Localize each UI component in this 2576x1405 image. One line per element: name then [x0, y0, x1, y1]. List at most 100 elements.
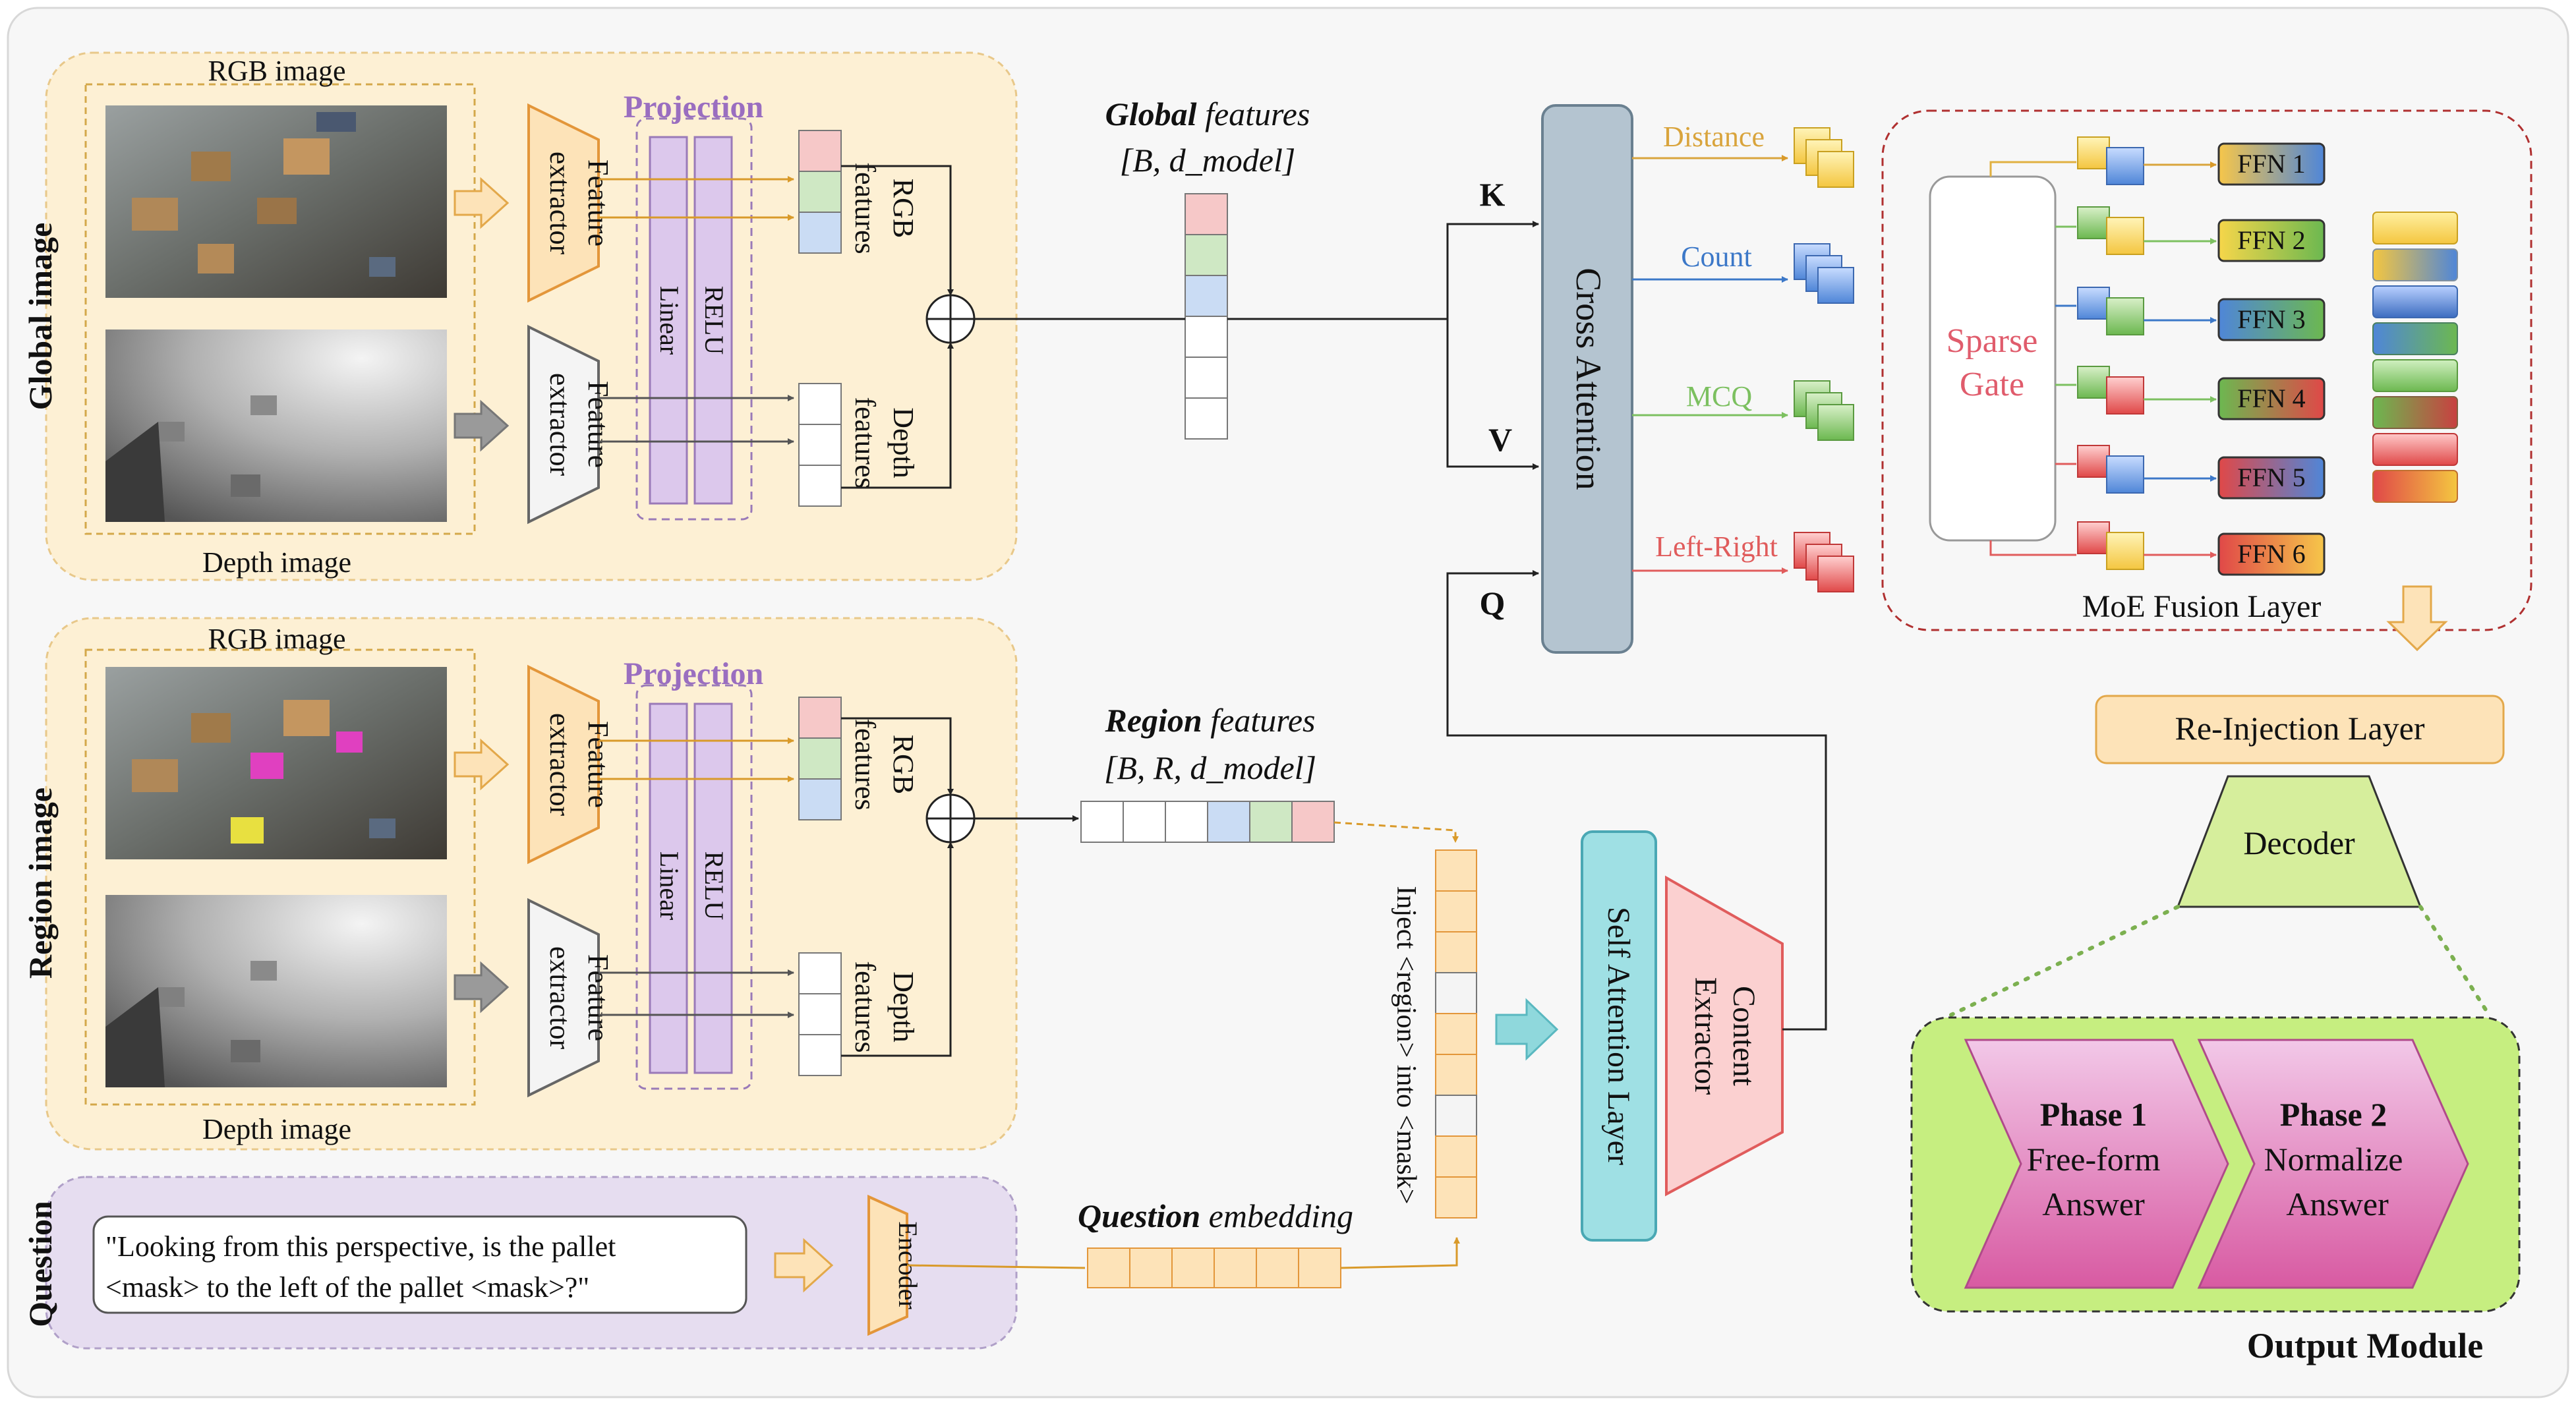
global-depth-features-line2: features — [849, 397, 881, 488]
region-projection-title: Projection — [624, 656, 763, 691]
self-attention-label: Self Attention Layer — [1601, 907, 1636, 1165]
region-feature-vector-cell — [1165, 801, 1208, 843]
region-projection-box — [635, 684, 753, 1090]
region-depth-extractor-line2: extractor — [544, 946, 576, 1050]
region-rgb-feature-cell — [798, 778, 842, 820]
global-rgb-feature-cell — [798, 171, 842, 213]
global-projection-box — [635, 117, 753, 521]
question-embedding-cell — [1256, 1247, 1299, 1288]
phase1-line1: Free-form — [2027, 1141, 2161, 1178]
region-depth-features-line2: features — [849, 961, 881, 1052]
region-linear-label: Linear — [655, 851, 684, 920]
injected-token-cell — [1435, 931, 1477, 973]
region-feature-vector-cell — [1207, 801, 1250, 843]
region-rgb-extractor-line1: Feature — [582, 721, 614, 808]
global-depth-to-extractor-arrow — [454, 399, 510, 452]
injected-token-cell — [1435, 1013, 1477, 1055]
reinjection-layer — [2095, 695, 2505, 764]
region-features-bold: Region — [1105, 702, 1202, 739]
global-features-rest: features — [1197, 96, 1310, 132]
global-image-panel: Global image RGB image Depth image — [22, 51, 1018, 581]
region-depth-label: Depth image — [202, 1113, 351, 1145]
moe-title: MoE Fusion Layer — [2082, 589, 2322, 624]
global-depth-label: Depth image — [202, 546, 351, 579]
cross-attention-block — [1541, 104, 1633, 654]
global-feature-vector-cell — [1185, 357, 1228, 399]
region-depth-feature-cell — [798, 1034, 842, 1076]
region-relu-bar — [693, 702, 733, 1074]
ffn-label: FFN 1 — [2237, 149, 2305, 179]
ffn-label: FFN 2 — [2237, 225, 2305, 255]
region-image-dashed-frame — [84, 648, 476, 1106]
ffn-box — [2217, 142, 2326, 186]
region-rgb-feature-cell — [798, 697, 842, 739]
inject-label: Inject <region> into <mask> — [1391, 886, 1421, 1204]
ffn-box — [2217, 532, 2326, 576]
question-embedding-cell — [1171, 1247, 1215, 1288]
global-depth-features-line1: Depth — [887, 407, 920, 478]
region-rgb-extractor-line2: extractor — [544, 713, 576, 817]
output-module: Phase 1 Free-form Answer Phase 2 Normali… — [1910, 1016, 2521, 1313]
region-fusion-plus-icon — [925, 793, 976, 844]
ffn-box — [2217, 298, 2326, 341]
global-depth-feature-cell — [798, 383, 842, 425]
global-image-dashed-frame — [84, 83, 476, 535]
global-rgb-extractor-line2: extractor — [544, 152, 576, 255]
global-rgb-feature-extractor — [527, 103, 600, 303]
region-feature-vector-cell — [1080, 801, 1124, 843]
injected-token-cell — [1435, 890, 1477, 932]
region-feature-vector-cell — [1291, 801, 1335, 843]
region-feature-vector-cell — [1249, 801, 1293, 843]
cross-attention-k-label: K — [1480, 176, 1506, 213]
sparse-gate-line1: Sparse — [1947, 322, 2038, 360]
region-depth-extractor-line1: Feature — [582, 954, 614, 1041]
question-text-line1: "Looking from this perspective, is the p… — [105, 1230, 616, 1263]
question-embedding-bold: Question — [1078, 1197, 1200, 1234]
region-rgb-features-line1: RGB — [887, 735, 920, 794]
region-linear-bar — [649, 702, 688, 1074]
global-rgb-feature-cell — [798, 212, 842, 254]
injected-token-cell — [1435, 1095, 1477, 1137]
question-embedding-cell — [1087, 1247, 1130, 1288]
phase2-title: Phase 2 — [2280, 1096, 2387, 1133]
task-mcq-stack — [1794, 380, 1854, 441]
region-features-group: Region features [B, R, d_model] — [1080, 702, 1335, 843]
global-features-group: Global features [B, d_model] — [1105, 96, 1310, 440]
global-depth-extractor-line1: Feature — [582, 381, 614, 468]
moe-frame — [1881, 109, 2532, 631]
injected-token-column — [1435, 849, 1477, 1219]
decoder-label: Decoder — [2243, 824, 2355, 861]
question-embedding-rest: embedding — [1200, 1197, 1353, 1234]
sparse-gate-box — [1929, 175, 2057, 542]
task-left-right-stack — [1794, 532, 1854, 592]
question-to-encoder-arrow — [774, 1238, 834, 1293]
tokens-to-self-attention-arrow — [1495, 998, 1559, 1061]
global-depth-feature-cell — [798, 424, 842, 466]
task-count-stack — [1794, 243, 1854, 304]
question-embedding-cell — [1214, 1247, 1257, 1288]
region-depth-feature-extractor — [527, 898, 600, 1098]
region-depth-to-extractor-arrow — [454, 961, 510, 1014]
task-count-label: Count — [1681, 241, 1752, 273]
phase2-line2: Answer — [2286, 1186, 2389, 1222]
region-feature-vector-cell — [1123, 801, 1166, 843]
global-side-label: Global image — [22, 223, 59, 411]
ffn-label: FFN 6 — [2237, 539, 2305, 569]
region-depth-features-line1: Depth — [887, 971, 920, 1043]
ffn-box — [2217, 456, 2326, 500]
content-extractor-line2: Extractor — [1688, 977, 1723, 1095]
global-depth-extractor-line2: extractor — [544, 373, 576, 476]
content-extractor-line1: Content — [1726, 986, 1761, 1087]
global-projection-title: Projection — [624, 90, 763, 125]
question-embedding-group: Question embedding — [1078, 1197, 1353, 1288]
global-relu-label: RELU — [699, 286, 729, 355]
global-depth-feature-extractor — [527, 324, 600, 525]
reinjection-label: Re-Injection Layer — [2175, 710, 2425, 747]
region-rgb-feature-extractor — [527, 664, 600, 865]
cross-attention-label: Cross Attention — [1569, 268, 1608, 490]
global-features-shape: [B, d_model] — [1120, 142, 1296, 179]
injected-token-cell — [1435, 1054, 1477, 1096]
global-rgb-to-extractor-arrow — [454, 177, 510, 229]
phase1-title: Phase 1 — [2040, 1096, 2148, 1133]
